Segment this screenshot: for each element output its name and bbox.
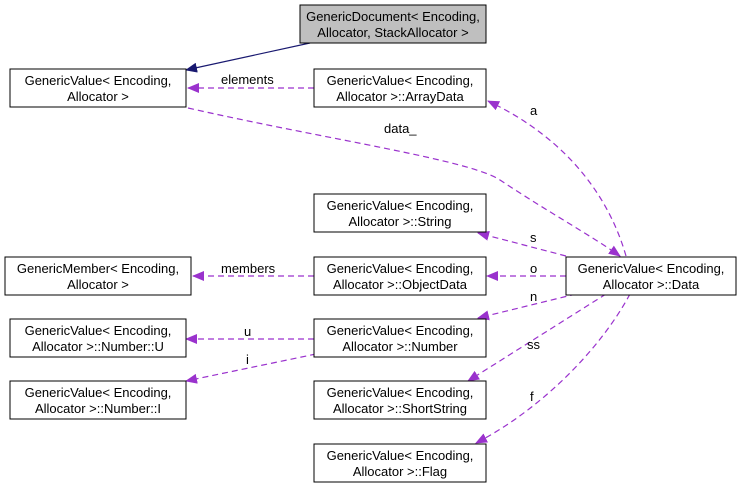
node-label-line2: Allocator >::String (349, 214, 452, 229)
node-label-line1: GenericValue< Encoding, (327, 385, 474, 400)
node-label-line1: GenericValue< Encoding, (25, 73, 172, 88)
node-label-line2: Allocator >::ShortString (333, 401, 467, 416)
node-label-line2: Allocator > (67, 89, 129, 104)
edge-label-u: u (244, 324, 251, 339)
node-object-data[interactable]: GenericValue< Encoding, Allocator >::Obj… (313, 256, 487, 296)
edge-i (185, 353, 317, 384)
node-label-line1: GenericValue< Encoding, (327, 261, 474, 276)
edge-f (475, 293, 631, 444)
node-number-i[interactable]: GenericValue< Encoding, Allocator >::Num… (9, 380, 187, 420)
node-array-data[interactable]: GenericValue< Encoding, Allocator >::Arr… (313, 68, 487, 108)
edge-label-s: s (530, 230, 537, 245)
node-label-line2: Allocator >::Number::I (35, 401, 161, 416)
edges (185, 42, 631, 444)
node-label-line1: GenericValue< Encoding, (327, 198, 474, 213)
node-flag[interactable]: GenericValue< Encoding, Allocator >::Fla… (313, 443, 487, 483)
node-label-line1: GenericValue< Encoding, (25, 323, 172, 338)
edge-ss (467, 293, 607, 382)
edge-label-data: data_ (384, 121, 417, 136)
node-label-line2: Allocator >::Flag (353, 464, 447, 479)
node-label-line1: GenericValue< Encoding, (25, 385, 172, 400)
edge-s (477, 230, 567, 257)
edge-labels: elements data_ a s members o n u i ss f (221, 72, 541, 404)
node-label-line1: GenericValue< Encoding, (327, 323, 474, 338)
node-label-line2: Allocator >::ObjectData (333, 277, 468, 292)
node-data[interactable]: GenericValue< Encoding, Allocator >::Dat… (565, 256, 737, 296)
node-label-line2: Allocator >::ArrayData (336, 89, 464, 104)
edge-label-members: members (221, 261, 276, 276)
node-label-line2: Allocator, StackAllocator > (317, 25, 468, 40)
node-label-line2: Allocator > (67, 277, 129, 292)
edge-inheritance (185, 42, 311, 73)
node-short-string[interactable]: GenericValue< Encoding, Allocator >::Sho… (313, 380, 487, 420)
node-label-line2: Allocator >::Number::U (32, 339, 164, 354)
node-generic-member[interactable]: GenericMember< Encoding, Allocator > (4, 256, 192, 296)
edge-data (187, 107, 621, 257)
edge-label-o: o (530, 261, 537, 276)
edge-label-n: n (530, 289, 537, 304)
node-generic-document[interactable]: GenericDocument< Encoding, Allocator, St… (299, 4, 487, 44)
node-number-u[interactable]: GenericValue< Encoding, Allocator >::Num… (9, 318, 187, 358)
node-label-line2: Allocator >::Data (603, 277, 700, 292)
node-label-line1: GenericValue< Encoding, (578, 261, 725, 276)
node-label-line2: Allocator >::Number (342, 339, 458, 354)
edge-n (477, 293, 577, 321)
edge-label-i: i (246, 352, 249, 367)
edge-label-ss: ss (527, 337, 541, 352)
edge-a (487, 100, 627, 257)
node-number[interactable]: GenericValue< Encoding, Allocator >::Num… (313, 318, 487, 358)
edge-label-a: a (530, 103, 538, 118)
node-label-line1: GenericDocument< Encoding, (306, 9, 480, 24)
node-string[interactable]: GenericValue< Encoding, Allocator >::Str… (313, 193, 487, 233)
node-label-line1: GenericValue< Encoding, (327, 448, 474, 463)
node-label-line1: GenericMember< Encoding, (17, 261, 179, 276)
node-generic-value[interactable]: GenericValue< Encoding, Allocator > (9, 68, 187, 108)
node-label-line1: GenericValue< Encoding, (327, 73, 474, 88)
edge-label-f: f (530, 389, 534, 404)
edge-label-elements: elements (221, 72, 274, 87)
